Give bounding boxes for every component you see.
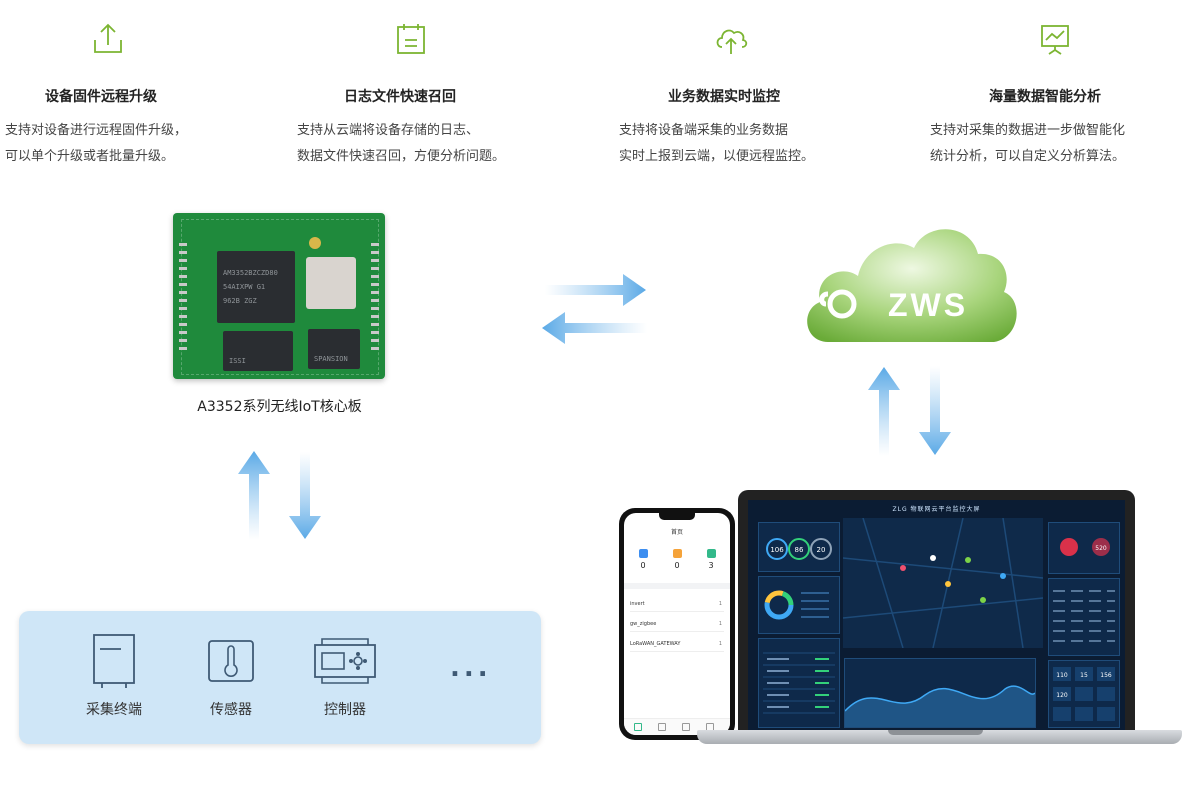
phone-list-item[interactable]: gw_zigbee 1 [630, 617, 724, 632]
phone-list-item[interactable]: invert 1 [630, 597, 724, 612]
feature-title: 海量数据智能分析 [989, 89, 1101, 105]
tile-value: 15 [1080, 672, 1088, 679]
dashboard-panel-tiles: 110 15 120 156 [1048, 660, 1120, 728]
feature-description: 支持对采集的数据进一步做智能化 统计分析，可以自定义分析算法。 [930, 118, 1125, 170]
row-name: gw_zigbee [630, 621, 657, 627]
feature-title: 设备固件远程升级 [45, 89, 157, 105]
wireless-module [306, 257, 356, 309]
dashboard-map [843, 518, 1043, 648]
dashboard-panel-trend [844, 658, 1036, 728]
feature-desc-line: 支持从云端将设备存储的日志、 [297, 123, 480, 138]
tab-home-icon[interactable] [634, 723, 642, 731]
more-devices-ellipsis: ... [450, 653, 492, 683]
cloud-brand-text: ZWS [888, 287, 968, 323]
log-file-icon [397, 24, 425, 54]
laptop-base [697, 730, 1182, 744]
chip-marking: ISSI [229, 357, 246, 365]
device-label: 采集终端 [86, 702, 142, 718]
row-count: 1 [718, 641, 722, 647]
stat-icon [706, 549, 716, 558]
dashboard-panel-donut [758, 576, 840, 634]
chip-marking: AM3352BZCZD80 [223, 269, 278, 277]
arrow-down-to-devices [289, 452, 321, 539]
stat-icon [672, 549, 682, 558]
row-count: 1 [718, 621, 722, 627]
phone-list-item[interactable]: LoRaWAN_GATEWAY 1 [630, 637, 724, 652]
feature-description: 支持从云端将设备存储的日志、 数据文件快速召回，方便分析问题。 [297, 118, 505, 170]
processor-chip: AM3352BZCZD80 54AIXPW G1 962B ZGZ [217, 251, 295, 323]
feature-title: 日志文件快速召回 [344, 89, 456, 105]
chip-marking: 54AIXPW G1 [223, 283, 266, 291]
laptop-mockup: ZLG 物联网云平台监控大屏 106 86 20 [738, 490, 1135, 738]
laptop-notch [888, 730, 983, 735]
feature-desc-line: 实时上报到云端，以便远程监控。 [619, 149, 815, 164]
device-panel: 采集终端 传感器 控制器 ... [19, 611, 541, 744]
tile-value: 110 [1056, 672, 1068, 679]
feature-desc-line: 支持对采集的数据进一步做智能化 [930, 123, 1126, 138]
device-controller: 控制器 [307, 633, 383, 719]
gauge-value: 86 [795, 546, 804, 554]
analytics-board-icon [1041, 25, 1069, 55]
tile-value: 156 [1100, 672, 1112, 679]
gauge-value: 106 [770, 546, 784, 554]
tile-value: 120 [1056, 692, 1068, 699]
arrow-down-to-terminals [919, 366, 951, 455]
feature-desc-line: 支持将设备端采集的业务数据 [619, 123, 789, 138]
summary-value: 520 [1095, 545, 1107, 552]
dashboard-panel-summary: 520 [1048, 522, 1120, 574]
arrow-left [542, 312, 647, 344]
device-collection-terminal: 采集终端 [79, 633, 149, 719]
feature-desc-line: 支持对设备进行远程固件升级， [5, 123, 188, 138]
tab-device-icon[interactable] [658, 723, 666, 731]
stat-value: 0 [640, 561, 646, 570]
arrow-up-to-board [238, 451, 270, 540]
collection-terminal-icon [93, 634, 135, 688]
stat-value: 0 [674, 561, 680, 570]
row-name: LoRaWAN_GATEWAY [630, 641, 681, 647]
feature-desc-line: 统计分析，可以自定义分析算法。 [930, 149, 1126, 164]
feature-desc-line: 可以单个升级或者批量升级。 [5, 149, 175, 164]
memory-chip: ISSI [223, 331, 293, 371]
device-sensor: 传感器 [196, 633, 266, 719]
dashboard-screen: ZLG 物联网云平台监控大屏 106 86 20 [748, 500, 1125, 732]
phone-stat: 0 [628, 549, 658, 570]
upload-icon [94, 23, 122, 53]
feature-desc-line: 数据文件快速召回，方便分析问题。 [297, 149, 506, 164]
device-label: 传感器 [210, 702, 252, 718]
dashboard-panel-device-list [758, 638, 840, 728]
phone-stat: 0 [662, 549, 692, 570]
cloud-brand-icon [819, 289, 857, 319]
feature-title: 业务数据实时监控 [668, 89, 780, 105]
controller-icon [314, 638, 376, 684]
cloud-upload-icon [716, 29, 748, 54]
gauge-value: 20 [817, 546, 826, 554]
row-name: invert [630, 601, 645, 607]
phone-stat: 3 [696, 549, 726, 570]
chip-marking: SPANSION [314, 355, 348, 363]
zws-cloud-logo: ZWS [807, 229, 1017, 342]
dashboard-panel-table [1048, 578, 1120, 656]
thermometer-sensor-icon [208, 640, 254, 682]
dashboard-title: ZLG 物联网云平台监控大屏 [892, 506, 981, 513]
core-board-label: A3352系列无线IoT核心板 [197, 399, 362, 415]
core-board-image: AM3352BZCZD80 54AIXPW G1 962B ZGZ ISSI S… [173, 213, 385, 379]
phone-mockup: 首页 0 0 3 invert 1 gw_zigbee 1 LoRaWAN_GA… [619, 508, 735, 740]
feature-description: 支持将设备端采集的业务数据 实时上报到云端，以便远程监控。 [619, 118, 814, 170]
row-count: 1 [718, 601, 722, 607]
phone-screen: 首页 0 0 3 invert 1 gw_zigbee 1 LoRaWAN_GA… [624, 513, 730, 735]
stat-icon [638, 549, 648, 558]
stat-value: 3 [708, 561, 714, 570]
feature-description: 支持对设备进行远程固件升级， 可以单个升级或者批量升级。 [5, 118, 187, 170]
arrow-up-to-cloud [868, 367, 900, 456]
tab-alarm-icon[interactable] [682, 723, 690, 731]
device-label: 控制器 [324, 702, 366, 718]
arrow-right [545, 274, 646, 306]
dashboard-panel-overview: 106 86 20 [758, 522, 840, 572]
chip-marking: 962B ZGZ [223, 297, 257, 305]
flash-chip: SPANSION [308, 329, 360, 369]
phone-title: 首页 [670, 529, 683, 536]
